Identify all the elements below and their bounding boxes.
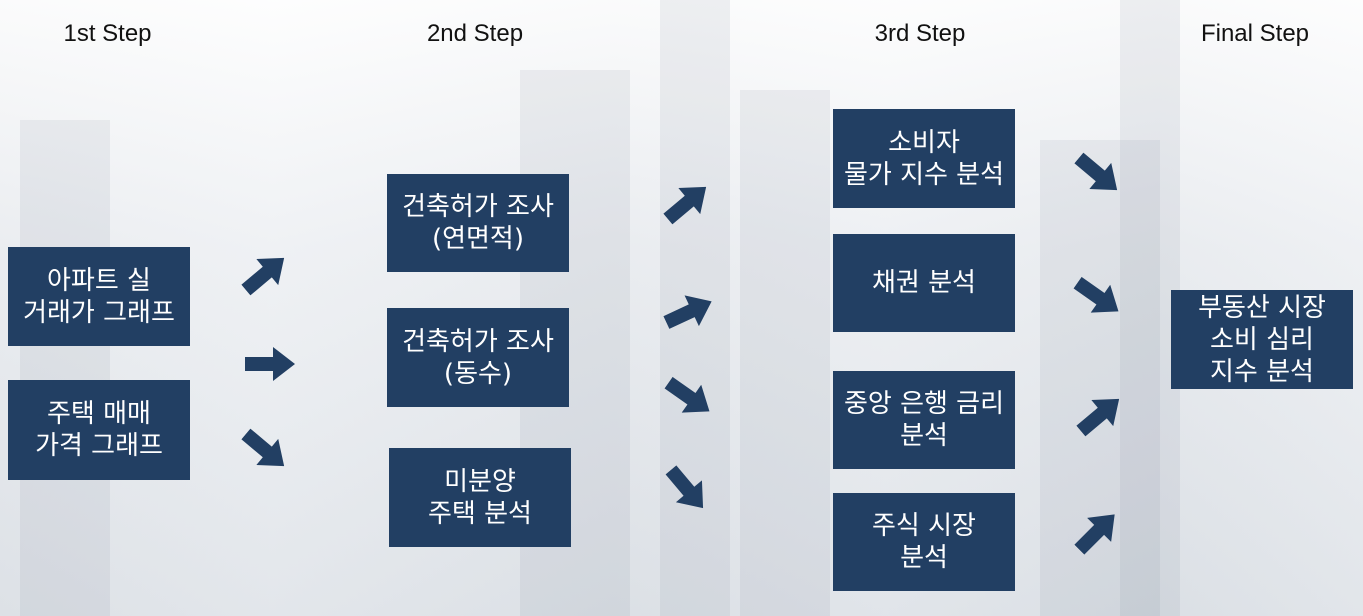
arrow-icon <box>235 245 295 303</box>
arrow-icon <box>657 174 717 232</box>
arrow-icon <box>1068 145 1128 203</box>
arrow-icon <box>245 347 295 381</box>
background-building <box>740 90 830 616</box>
box-stock-market: 주식 시장 분석 <box>833 493 1015 591</box>
step-title-final: Final Step <box>1200 20 1310 47</box>
box-unsold-housing: 미분양 주택 분석 <box>389 448 571 547</box>
box-bond-analysis: 채권 분석 <box>833 234 1015 332</box>
step-title-1: 1st Step <box>63 20 152 47</box>
box-building-permit-area: 건축허가 조사 (연면적) <box>387 174 569 272</box>
arrow-icon <box>659 286 719 338</box>
arrow-icon <box>658 459 716 519</box>
background-building <box>1120 0 1180 616</box>
step-title-2: 2nd Step <box>426 20 524 47</box>
arrow-icon <box>235 421 295 479</box>
arrow-icon <box>1070 386 1130 444</box>
box-housing-price-graph: 주택 매매 가격 그래프 <box>8 380 190 480</box>
box-consumer-price-index: 소비자 물가 지수 분석 <box>833 109 1015 208</box>
box-apartment-price-graph: 아파트 실 거래가 그래프 <box>8 247 190 346</box>
box-real-estate-sentiment: 부동산 시장 소비 심리 지수 분석 <box>1171 290 1353 389</box>
step-title-3: 3rd Step <box>874 20 966 47</box>
arrow-icon <box>1067 502 1126 561</box>
box-central-bank-rate: 중앙 은행 금리 분석 <box>833 371 1015 469</box>
background-building <box>20 120 110 616</box>
box-building-permit-count: 건축허가 조사 (동수) <box>387 308 569 407</box>
arrow-icon <box>1068 269 1128 326</box>
arrow-icon <box>659 369 719 426</box>
